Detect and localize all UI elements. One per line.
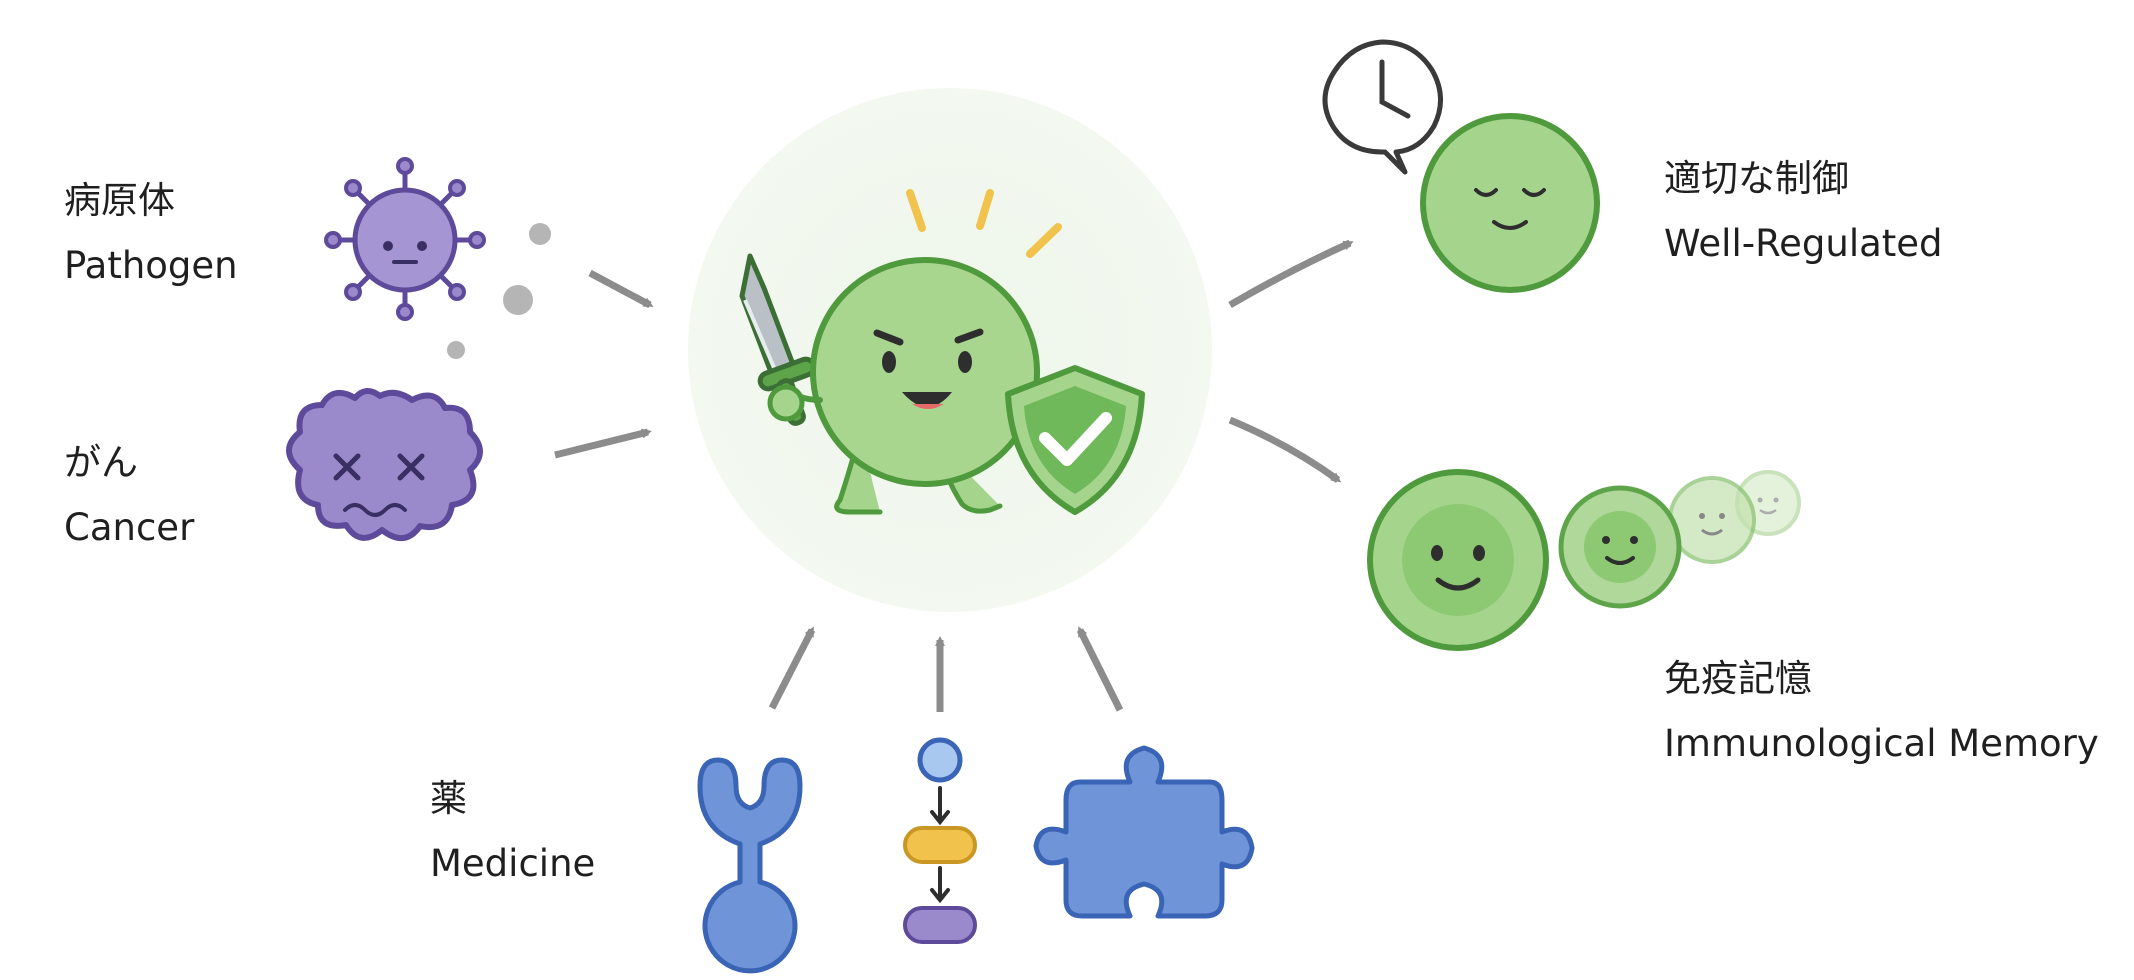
particle-dots — [447, 223, 551, 359]
memory-label-ja: 免疫記憶 — [1664, 657, 1812, 700]
arrow-antibody — [768, 626, 816, 710]
pathogen-label-ja: 病原体 — [64, 179, 175, 222]
cancer-cell-icon — [286, 388, 483, 541]
regulated-label-ja: 適切な制御 — [1664, 157, 1849, 200]
regulated-label: 適切な制御 Well-Regulated — [1664, 160, 1943, 262]
pathogen-label-en: Pathogen — [64, 244, 238, 287]
hero-body — [810, 257, 1040, 487]
memory-cell-icon — [1367, 469, 1801, 651]
signal-pathway-icon — [903, 737, 977, 944]
arrow-memory — [1228, 416, 1342, 483]
shield-check-icon — [1005, 365, 1145, 515]
medicine-label: 薬 Medicine — [430, 780, 595, 882]
cancer-label-ja: がん — [64, 441, 138, 484]
pathogen-label: 病原体 Pathogen — [64, 182, 238, 284]
cancer-label-en: Cancer — [64, 506, 195, 549]
arrows — [554, 239, 1354, 712]
action-marks — [906, 189, 1062, 258]
calm-cell-icon — [1420, 113, 1600, 293]
memory-label: 免疫記憶 Immunological Memory — [1664, 660, 2099, 762]
medicine-label-en: Medicine — [430, 842, 596, 885]
antibody-icon — [697, 757, 803, 974]
virus-icon — [324, 157, 486, 321]
arrow-cancer — [554, 428, 652, 459]
puzzle-piece-icon — [1033, 745, 1255, 919]
regulated-label-en: Well-Regulated — [1664, 222, 1943, 265]
memory-label-en: Immunological Memory — [1664, 722, 2099, 765]
arrow-regulated — [1228, 239, 1354, 309]
clock-icon — [1322, 39, 1443, 175]
sword-icon — [739, 253, 817, 426]
medicine-label-ja: 薬 — [430, 777, 467, 820]
immune-cell-hero-icon — [739, 189, 1145, 515]
arrow-puzzle — [1076, 626, 1124, 712]
arrow-pathogen — [588, 269, 654, 309]
cancer-label: がん Cancer — [64, 444, 194, 546]
